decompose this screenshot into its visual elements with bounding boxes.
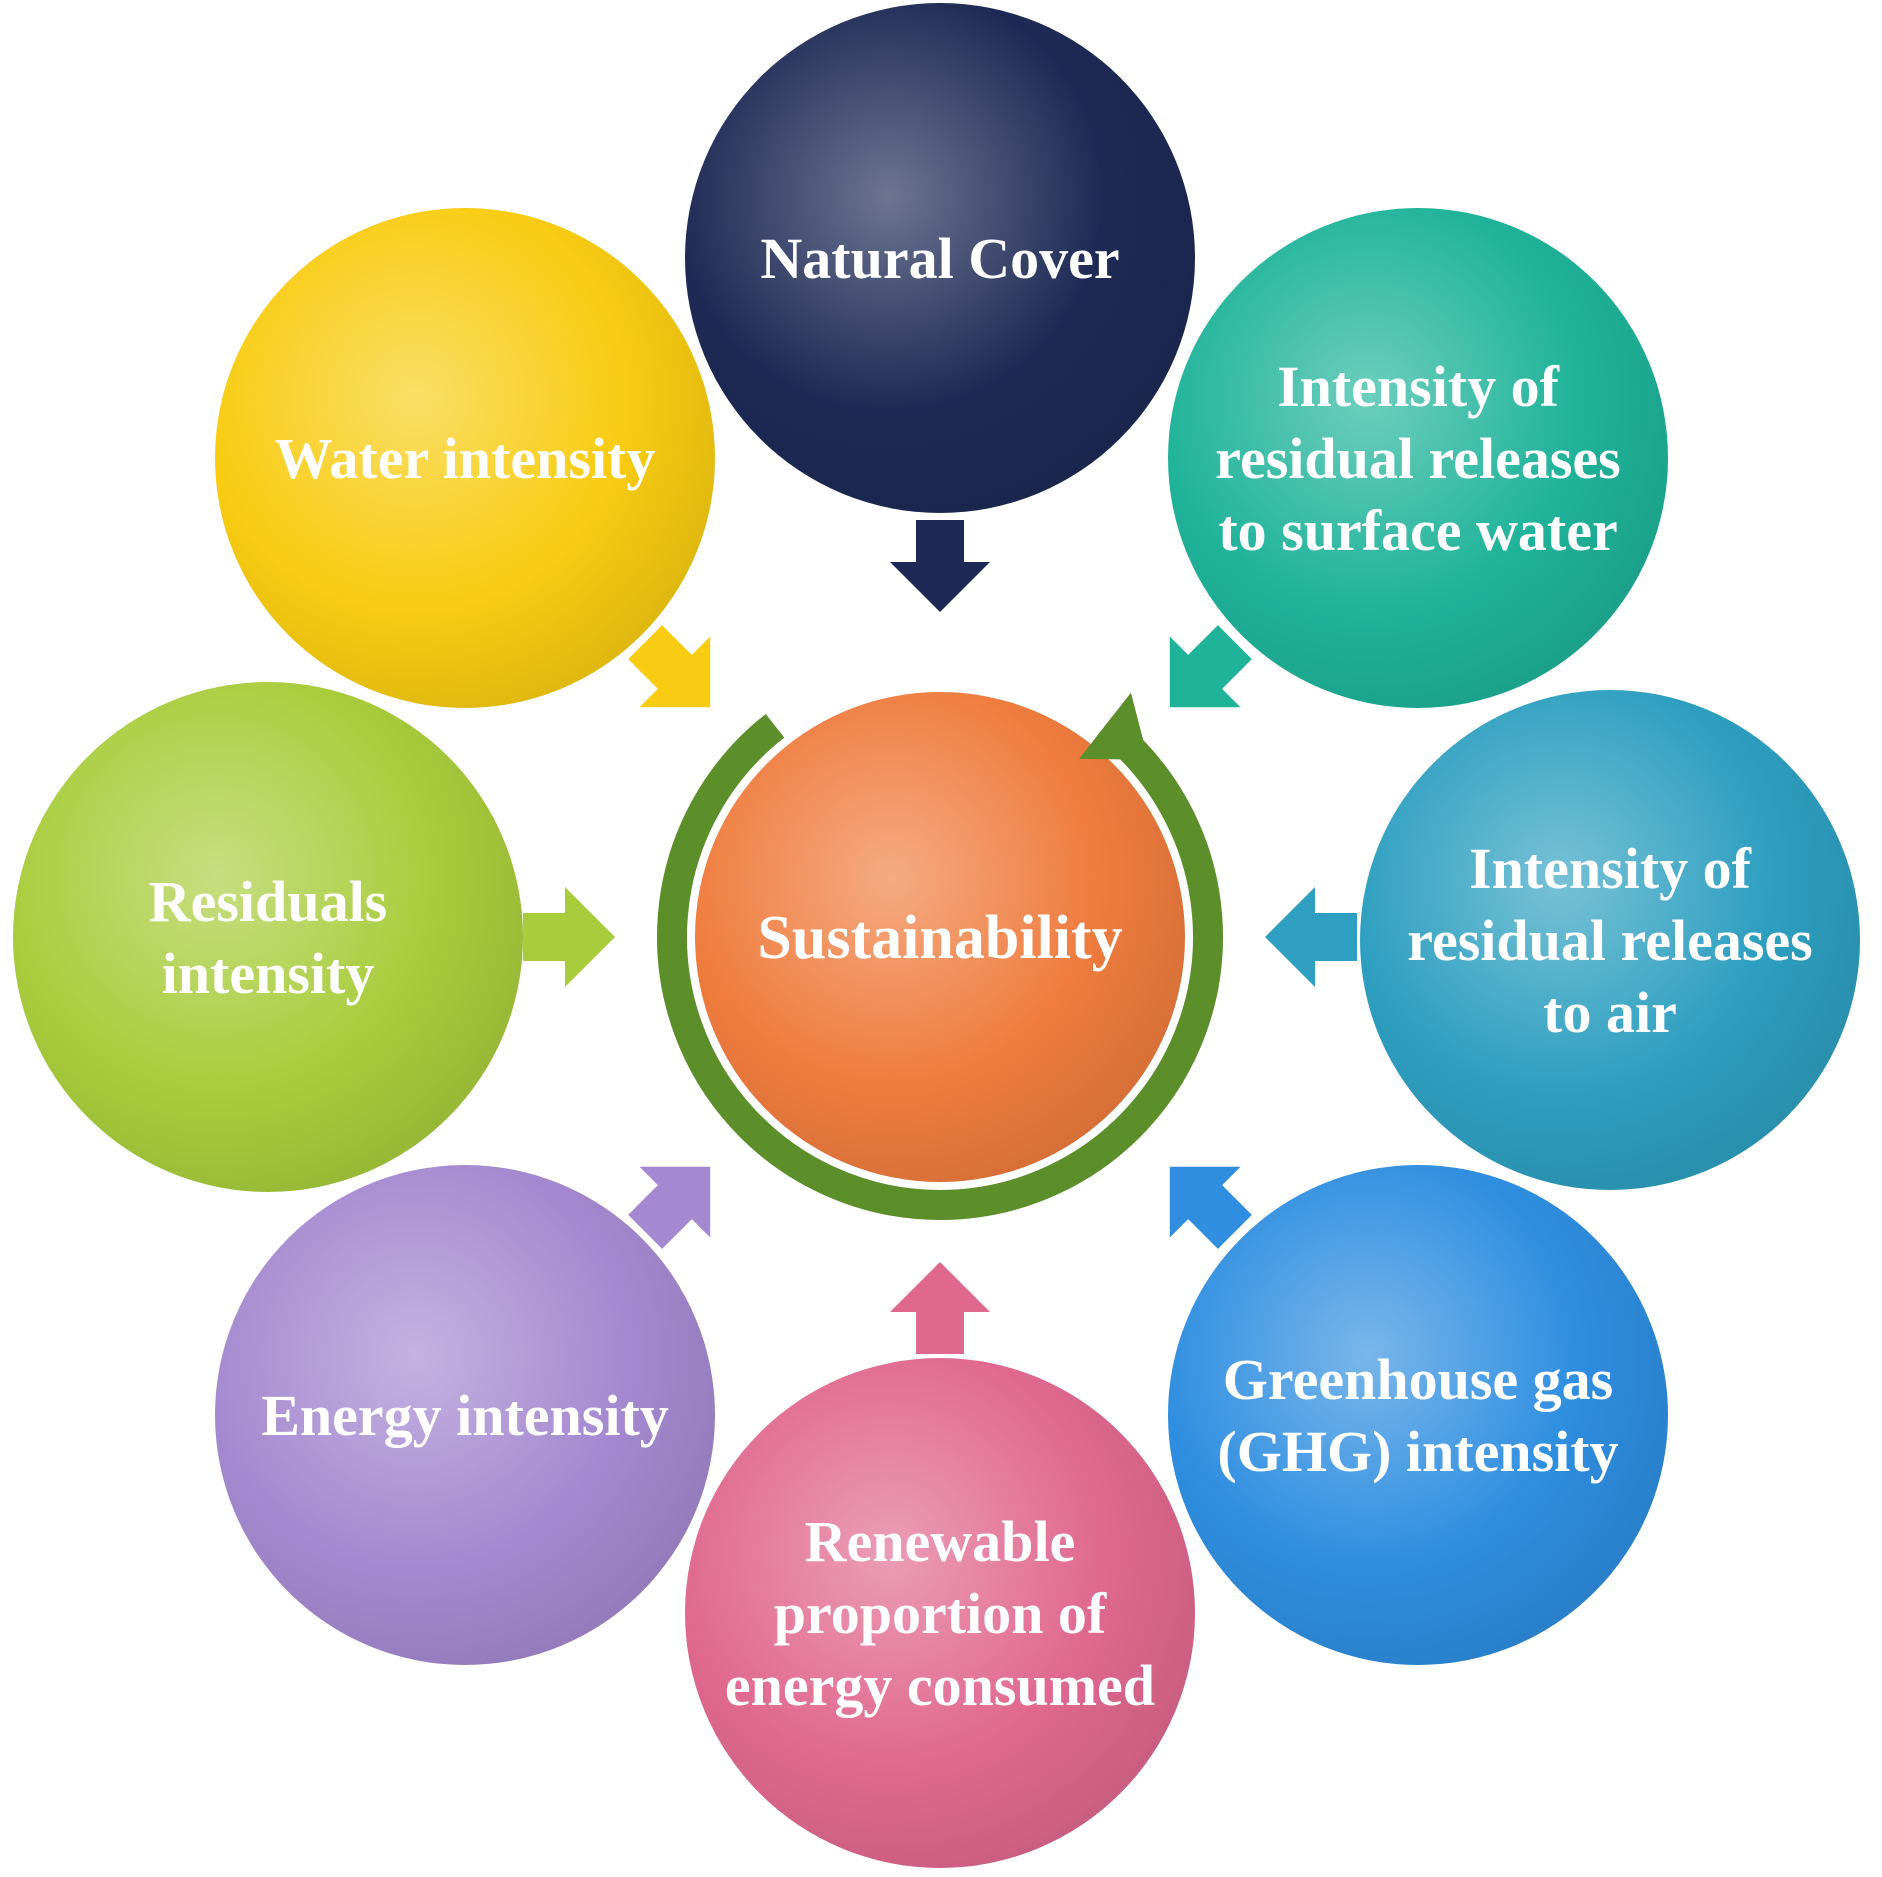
- node-label-energy: Energy intensity: [261, 1383, 669, 1448]
- center-group: Sustainability: [657, 692, 1223, 1220]
- node-circle-water: [215, 208, 715, 708]
- node-circle-ghg: [1168, 1165, 1668, 1665]
- arrow-ghg: [1169, 1166, 1252, 1249]
- node-label-renewable: energy consumed: [725, 1653, 1155, 1718]
- node-label-ghg: (GHG) intensity: [1217, 1419, 1618, 1484]
- node-circle-renewable: [685, 1358, 1195, 1868]
- node-natural-cover: Natural Cover: [685, 3, 1195, 513]
- node-label-air: Intensity of: [1469, 836, 1752, 901]
- node-ghg: Greenhouse gas (GHG) intensity: [1168, 1165, 1668, 1665]
- node-label-surface-water: residual releases: [1215, 426, 1620, 491]
- node-label-surface-water: to surface water: [1218, 498, 1617, 563]
- node-label-renewable: Renewable: [805, 1509, 1076, 1574]
- node-label-residuals: Residuals: [149, 869, 388, 934]
- cycle-arrow-head: [1079, 692, 1149, 760]
- arrow-natural-cover: [890, 520, 990, 612]
- node-circle-surface-water: [1168, 208, 1668, 708]
- arrow-energy: [628, 1166, 711, 1249]
- arrows-layer: [523, 520, 1357, 1354]
- arrow-surface-water: [1169, 625, 1252, 708]
- node-label-air: to air: [1543, 980, 1677, 1045]
- arrow-air: [1265, 887, 1357, 987]
- arrow-residuals: [523, 887, 615, 987]
- node-label-air: residual releases: [1407, 908, 1812, 973]
- node-label-surface-water: Intensity of: [1277, 354, 1560, 419]
- node-air: Intensity of residual releases to air: [1360, 690, 1860, 1190]
- node-renewable: Renewable proportion of energy consumed: [685, 1358, 1195, 1868]
- node-circle-residuals: [13, 682, 523, 1192]
- node-circle-air: [1360, 690, 1860, 1190]
- node-circle-energy: [215, 1165, 715, 1665]
- arrow-renewable: [890, 1262, 990, 1354]
- node-label-natural-cover: Natural Cover: [760, 226, 1119, 291]
- arrow-water: [628, 625, 711, 708]
- node-surface-water: Intensity of residual releases to surface …: [1168, 208, 1668, 708]
- cycle-arrow: [657, 714, 1223, 1220]
- node-label-ghg: Greenhouse gas: [1223, 1347, 1613, 1412]
- node-label-residuals: intensity: [162, 941, 375, 1006]
- node-label-renewable: proportion of: [774, 1581, 1107, 1646]
- center-label: Sustainability: [757, 904, 1122, 972]
- node-label-water: Water intensity: [275, 426, 656, 491]
- center-circle: [695, 692, 1185, 1182]
- node-residuals: Residuals intensity: [13, 682, 523, 1192]
- node-energy: Energy intensity: [215, 1165, 715, 1665]
- node-circle-natural-cover: [685, 3, 1195, 513]
- node-water: Water intensity: [215, 208, 715, 708]
